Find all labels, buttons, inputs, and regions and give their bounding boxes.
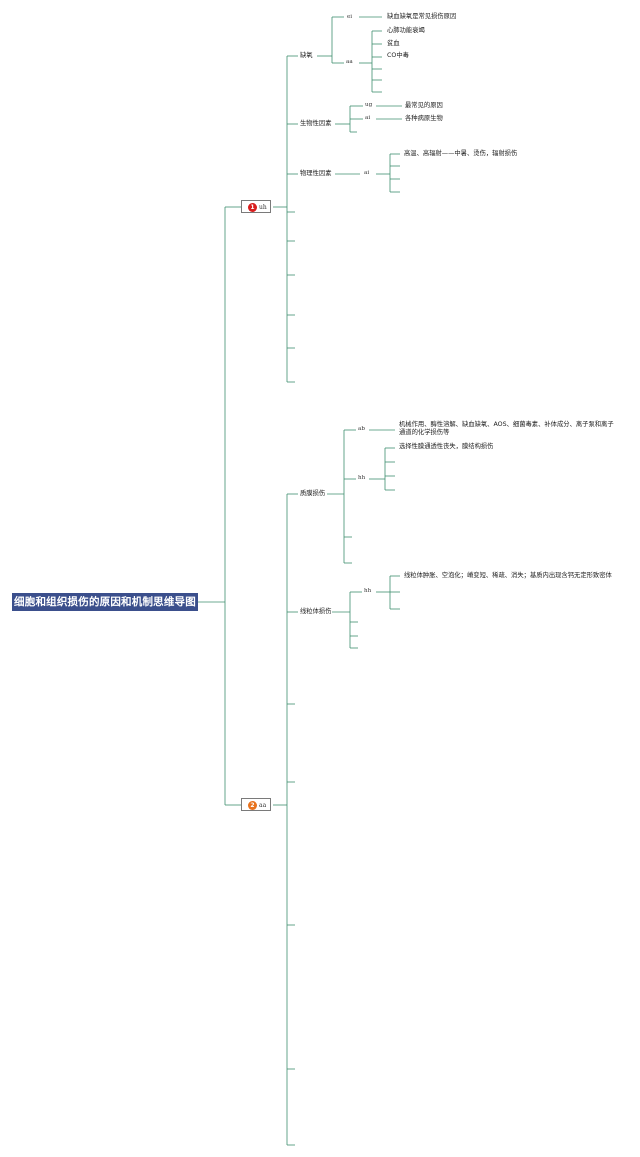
topic-physical[interactable]: 物理性因素 [300, 170, 332, 177]
tag-ab: ab [358, 426, 365, 432]
leaf-pathogens[interactable]: 各种病原生物 [405, 115, 443, 122]
node-2[interactable]: 2 aa [241, 798, 271, 811]
node-2-label: aa [259, 802, 267, 809]
leaf-anemia[interactable]: 贫血 [387, 40, 400, 47]
tag-hh: hh [358, 475, 366, 481]
leaf-heat-radiation[interactable]: 高温、高辐射——中暑、烫伤，辐射损伤 [404, 150, 518, 157]
leaf-most-common[interactable]: 最常见的原因 [405, 102, 443, 109]
leaf-hypoxia-common[interactable]: 缺血缺氧是常见损伤原因 [387, 13, 457, 20]
topic-biological[interactable]: 生物性因素 [300, 120, 332, 127]
number-badge-icon: 2 [248, 801, 257, 810]
tag-hh: hh [364, 588, 372, 594]
tag-ai: ai [364, 170, 370, 176]
leaf-permeability-loss[interactable]: 选择性膜通透性丧失，膜结构损伤 [399, 443, 494, 450]
tag-aa: aa [346, 59, 353, 65]
tag-ei: ei [347, 14, 353, 20]
leaf-mitochondria-changes[interactable]: 线粒体肿胀、空泡化；嵴变短、稀疏、消失；基质内出现含钙无定形致密体 [404, 572, 612, 579]
tag-ai: ai [365, 115, 371, 121]
number-badge-icon: 1 [248, 203, 257, 212]
topic-membrane-injury[interactable]: 质膜损伤 [300, 490, 326, 497]
node-1[interactable]: 1 uh [241, 200, 271, 213]
leaf-cardiopulmonary[interactable]: 心肺功能衰竭 [387, 27, 425, 34]
topic-mitochondria-injury[interactable]: 线粒体损伤 [300, 608, 332, 615]
topic-hypoxia[interactable]: 缺氧 [300, 52, 313, 59]
root-topic[interactable]: 细胞和组织损伤的原因和机制思维导图 [12, 593, 198, 611]
leaf-membrane-causes[interactable]: 机械作用、酶性溶解、缺血缺氧、AOS、细菌毒素、补体成分、离子泵和离子通道的化学… [399, 421, 614, 436]
tag-ug: ug [365, 102, 373, 108]
leaf-co-poisoning[interactable]: CO中毒 [387, 52, 409, 59]
node-1-label: uh [259, 204, 267, 211]
